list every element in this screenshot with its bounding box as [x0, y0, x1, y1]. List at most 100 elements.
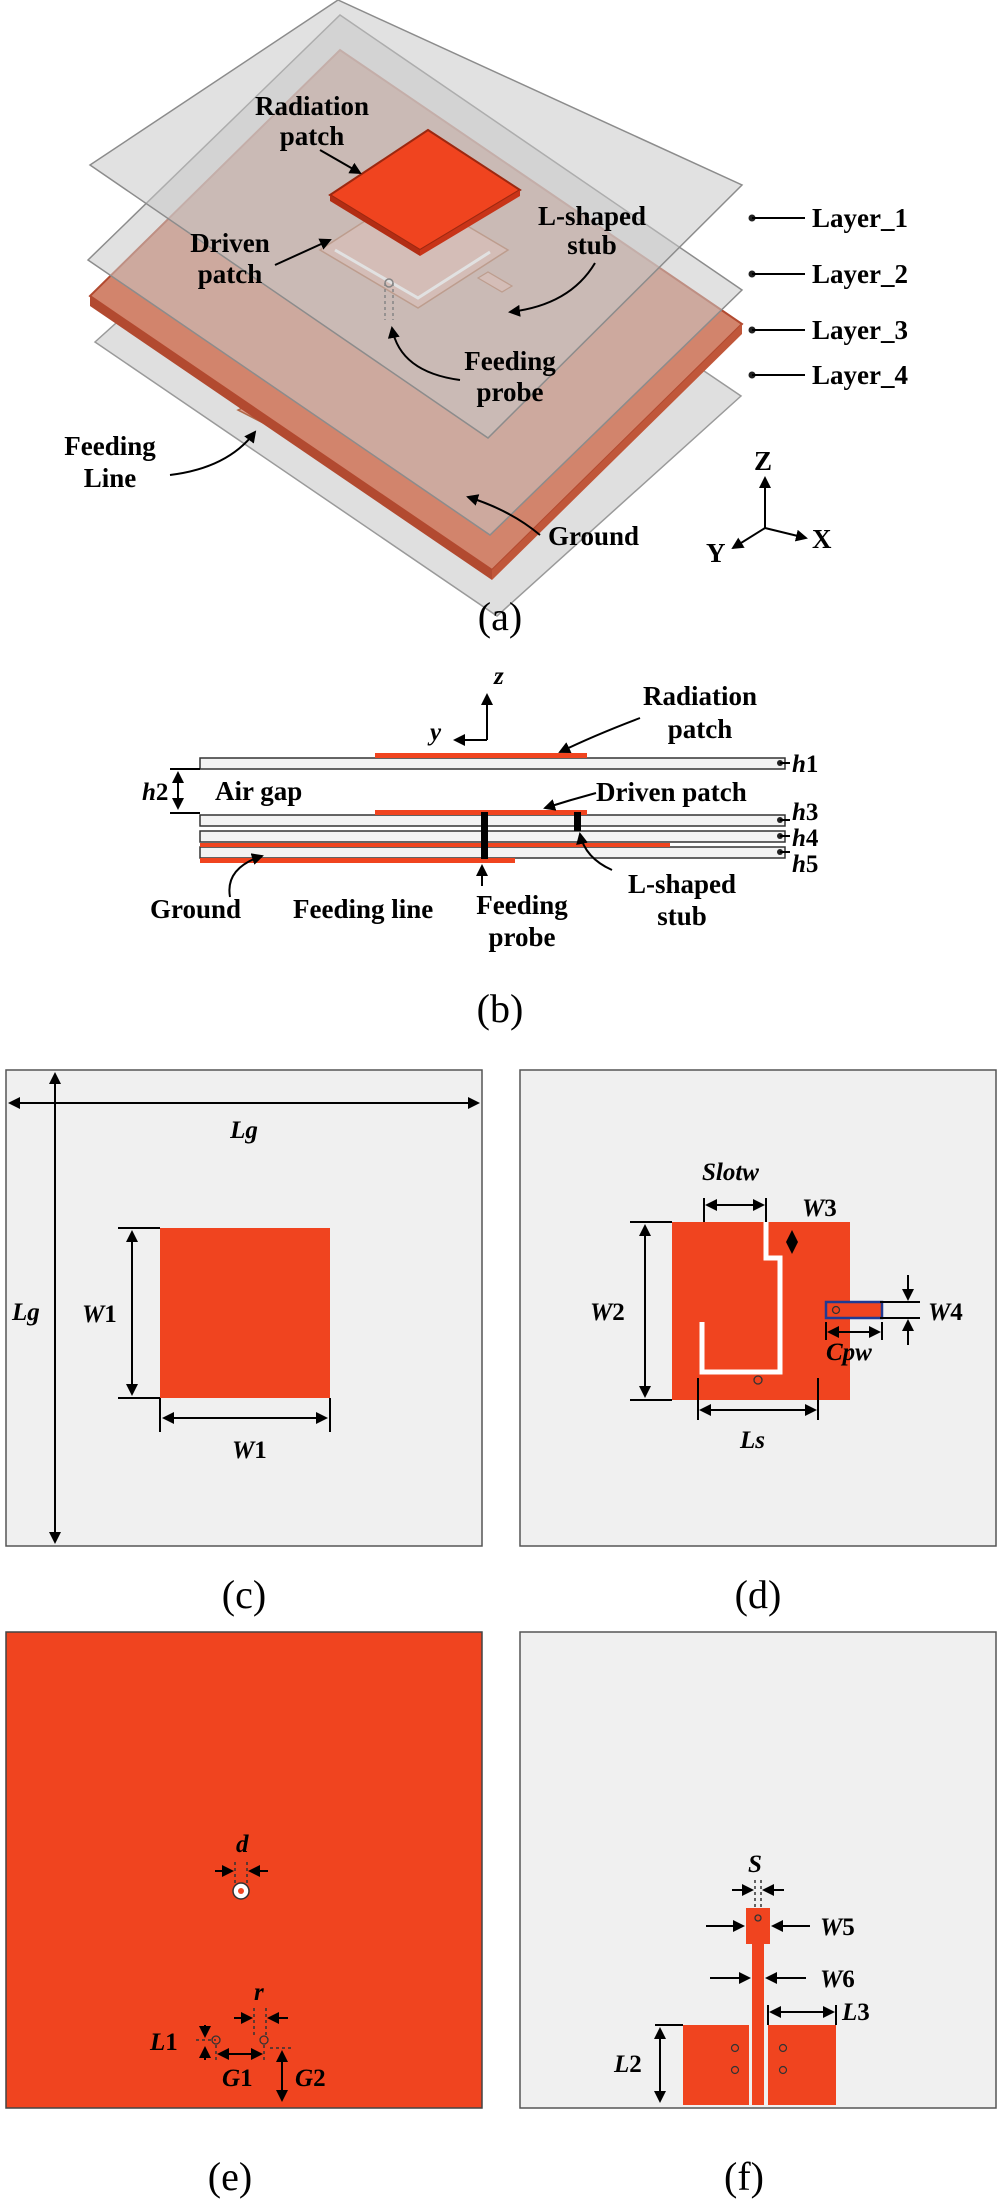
b-ground-arrow [228, 853, 264, 898]
h2-label: h2 [142, 779, 168, 806]
feeding-line-side [200, 858, 515, 863]
l-stub-side [574, 812, 581, 831]
feeding-probe-label-2: probe [476, 377, 543, 407]
cpw-stub [824, 1300, 884, 1320]
stub-label: stub [567, 230, 617, 260]
cpw-ground-right [768, 2025, 836, 2105]
feeding-line-arrow [169, 430, 257, 476]
b-radiation-arrow [558, 717, 641, 754]
lg-top-label: Lg [229, 1117, 258, 1144]
cpw-ground-left [683, 2025, 749, 2105]
layer-2-label: Layer_2 [812, 259, 908, 289]
caption-e: (e) [208, 2154, 252, 2199]
air-gap-label: Air gap [215, 776, 302, 806]
w1-bottom-label: W1 [232, 1437, 267, 1464]
feeding-line-label-2: Line [84, 463, 137, 493]
layer-h1 [199, 757, 786, 770]
feeding-probe-side [481, 812, 488, 859]
layer-3-label: Layer_3 [812, 315, 908, 345]
b-stub-arrow [576, 832, 613, 871]
caption-c: (c) [222, 1572, 266, 1617]
axes-3d [731, 476, 808, 550]
h5-label: h5 [792, 851, 818, 878]
s-label: S [748, 1851, 762, 1878]
w6-label: W6 [820, 1966, 855, 1993]
driven-label: Driven [190, 228, 269, 258]
b-ground-label: Ground [150, 894, 241, 924]
ls-label: Ls [739, 1427, 765, 1454]
w2-label: W2 [590, 1299, 625, 1326]
probe-arrow [387, 326, 461, 381]
radiation-label: Radiation [255, 91, 369, 121]
b-stub-label: stub [657, 901, 707, 931]
panel-b: z y h2 h1 h3 h4 h5 Radiation patch Air g… [142, 663, 819, 1031]
radiation-patch-side [375, 753, 587, 758]
l1-label: L1 [149, 2029, 178, 2056]
b-feeding-label: Feeding [476, 890, 568, 920]
cpw-label: Cpw [826, 1339, 872, 1366]
b-l-shaped-label: L-shaped [628, 869, 736, 899]
c-radiation-patch [160, 1228, 330, 1398]
w4-label: W4 [928, 1299, 963, 1326]
layer-leaders [748, 214, 805, 379]
feeding-probe-label-1: Feeding [464, 346, 556, 376]
b-driven-patch-label: Driven patch [596, 777, 747, 807]
slotw-label: Slotw [702, 1159, 759, 1186]
layer-4-label: Layer_4 [812, 360, 908, 390]
axis-z-b-label: z [493, 663, 504, 690]
panel-e: d r L1 G1 G2 (e) [5, 1631, 483, 2199]
feed-strip [752, 1944, 764, 2105]
w1-side-label: W1 [82, 1301, 117, 1328]
ground-label: Ground [548, 521, 639, 551]
g1-label: G1 [222, 2065, 253, 2092]
axis-y-label: Y [706, 538, 726, 568]
panel-c: Lg Lg W1 W1 (c) [5, 1069, 483, 1617]
stub-arrow [508, 262, 596, 317]
axis-y-b-label: y [427, 719, 442, 746]
driven-arrow [274, 238, 332, 266]
l-shaped-slot [699, 1222, 783, 1375]
ground-arrow [466, 494, 541, 536]
l-shaped-label: L-shaped [538, 201, 646, 231]
via-hole-1 [211, 2035, 221, 2045]
axis-x-label: X [812, 524, 832, 554]
panel-f: S W5 W6 L3 L2 (f) [519, 1631, 997, 2199]
via-hole-2 [259, 2035, 269, 2045]
e-ground-plane [5, 1631, 483, 2109]
axis-z-label: Z [754, 446, 772, 476]
radiation-patch-word: patch [280, 121, 345, 151]
panel-a: Radiation patch Driven patch L-shaped st… [64, 0, 908, 639]
panel-d: Slotw W3 W4 Cpw W2 Ls (d) [519, 1069, 997, 1617]
caption-f: (f) [724, 2154, 764, 2199]
d-label: d [236, 1831, 249, 1858]
l2-label: L2 [613, 2051, 642, 2078]
ground-side [200, 843, 670, 847]
caption-a: (a) [478, 594, 522, 639]
g2-label: G2 [295, 2065, 326, 2092]
b-feeding-line-label: Feeding line [293, 894, 433, 924]
b-patch-label: patch [668, 714, 733, 744]
driven-patch-word: patch [198, 259, 263, 289]
feed-pad [746, 1908, 770, 1944]
layer-h3 [199, 814, 786, 827]
w5-label: W5 [820, 1914, 855, 1941]
b-radiation-label: Radiation [643, 681, 757, 711]
h1-label: h1 [792, 751, 818, 778]
w3-label: W3 [802, 1195, 837, 1222]
layer-h5 [199, 846, 786, 859]
radiation-arrow [319, 149, 362, 174]
caption-b: (b) [477, 986, 524, 1031]
h3-label: h3 [792, 799, 818, 826]
lg-left-label: Lg [11, 1299, 40, 1326]
h4-label: h4 [792, 825, 819, 852]
layer-h4 [199, 830, 786, 843]
c-substrate [5, 1069, 483, 1547]
r-label: r [254, 1979, 264, 2006]
feeding-line-label-1: Feeding [64, 431, 156, 461]
b-driven-arrow [543, 792, 597, 811]
l3-label: L3 [841, 1999, 870, 2026]
b-probe-label: probe [488, 922, 555, 952]
layer-1-label: Layer_1 [812, 203, 908, 233]
caption-d: (d) [735, 1572, 782, 1617]
